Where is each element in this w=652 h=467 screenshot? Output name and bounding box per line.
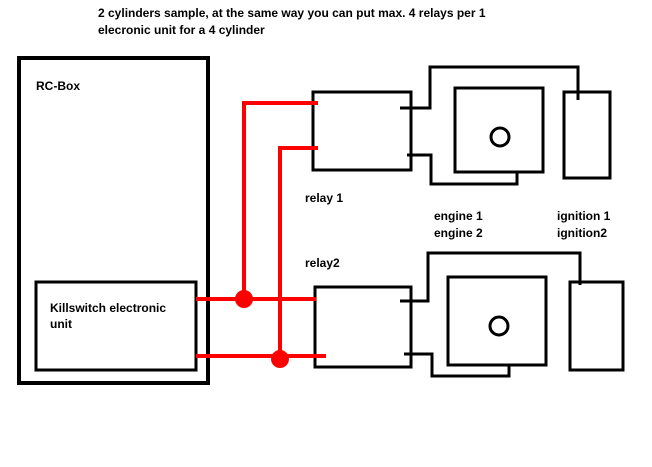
killswitch-label-line-1: Killswitch electronic: [50, 301, 167, 315]
ignition-label-line-1: ignition 1: [557, 209, 611, 223]
ignition-1-box: [562, 90, 612, 180]
rc-box-label: RC-Box: [36, 79, 80, 93]
engine-label-line-2: engine 2: [434, 226, 483, 240]
black-wires-set-2: [400, 251, 582, 378]
ignition-2-box: [568, 280, 625, 372]
relay-1-box: [311, 90, 413, 172]
ignition-label-line-2: ignition2: [557, 226, 607, 240]
red-wires: [196, 101, 326, 358]
rc-box: [17, 56, 210, 385]
engine-1-box: [453, 86, 545, 174]
black-wires-set-1: [400, 65, 580, 186]
caption-line-1: 2 cylinders sample, at the same way you …: [98, 6, 486, 20]
killswitch-label-line-2: unit: [50, 317, 72, 331]
engine-label-line-1: engine 1: [434, 209, 483, 223]
engine-1-cylinder-icon: [489, 126, 511, 148]
killswitch-unit-box: [34, 280, 198, 372]
engine-2-cylinder-icon: [488, 315, 510, 337]
relay-2-label: relay2: [305, 256, 340, 270]
relay-2-box: [313, 285, 413, 369]
engine-2-box: [446, 275, 548, 367]
red-junction-dot-1: [235, 290, 253, 308]
red-junction-dot-2: [271, 350, 289, 368]
relay-1-label: relay 1: [305, 191, 344, 205]
caption-line-2: elecronic unit for a 4 cylinder: [98, 23, 265, 37]
